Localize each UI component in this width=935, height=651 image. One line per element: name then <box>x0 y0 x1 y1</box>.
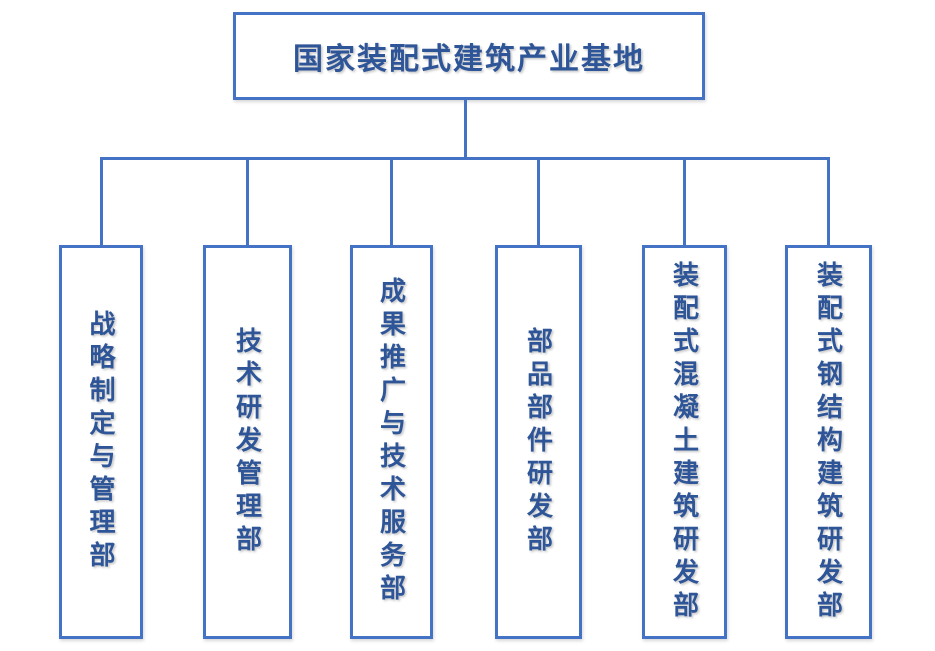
dept-node-label: 装配式钢结构建筑研发部 <box>813 260 844 624</box>
dept-node-label: 成果推广与技术服务部 <box>376 277 407 607</box>
dept-node-label: 装配式混凝土建筑研发部 <box>669 260 700 624</box>
connector-drop-1 <box>100 157 103 247</box>
dept-node-label: 技术研发管理部 <box>232 326 263 558</box>
dept-node-achievement-promotion: 成果推广与技术服务部 <box>350 245 433 639</box>
connector-drop-5 <box>683 157 686 247</box>
connector-bus <box>100 157 830 160</box>
connector-drop-2 <box>246 157 249 247</box>
dept-node-label: 部品部件研发部 <box>523 326 554 558</box>
dept-node-tech-rd-management: 技术研发管理部 <box>203 245 292 639</box>
dept-node-precast-concrete: 装配式混凝土建筑研发部 <box>642 245 727 639</box>
connector-riser <box>464 100 467 158</box>
connector-drop-4 <box>537 157 540 247</box>
root-node: 国家装配式建筑产业基地 <box>233 12 705 100</box>
dept-node-steel-structure: 装配式钢结构建筑研发部 <box>785 245 872 639</box>
dept-node-parts-components: 部品部件研发部 <box>495 245 582 639</box>
connector-drop-3 <box>390 157 393 247</box>
dept-node-strategy: 战略制定与管理部 <box>59 245 143 639</box>
connector-drop-6 <box>827 157 830 247</box>
root-node-label: 国家装配式建筑产业基地 <box>293 43 645 76</box>
dept-node-label: 战略制定与管理部 <box>86 310 116 574</box>
